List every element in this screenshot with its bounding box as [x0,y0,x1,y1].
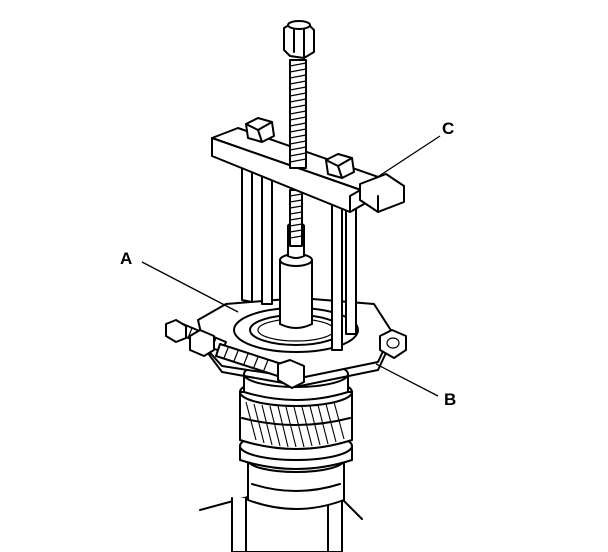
leader-c [375,135,441,179]
callout-c: C [442,119,454,138]
crossbar-nut-left [245,117,275,143]
separator-bolt-front [215,343,305,389]
leader-lines [141,135,441,397]
leader-a [141,261,239,313]
callout-b: B [444,390,456,409]
gear-teeth [245,401,345,448]
separator-nut-right [379,329,407,359]
bench-support [199,496,363,552]
lower-screw-thread [289,189,303,247]
forcing-screw [283,20,315,169]
crossbar-nut-right [325,153,355,179]
leader-b [375,363,439,397]
crossbar [211,127,405,213]
callout-a: A [120,249,132,268]
